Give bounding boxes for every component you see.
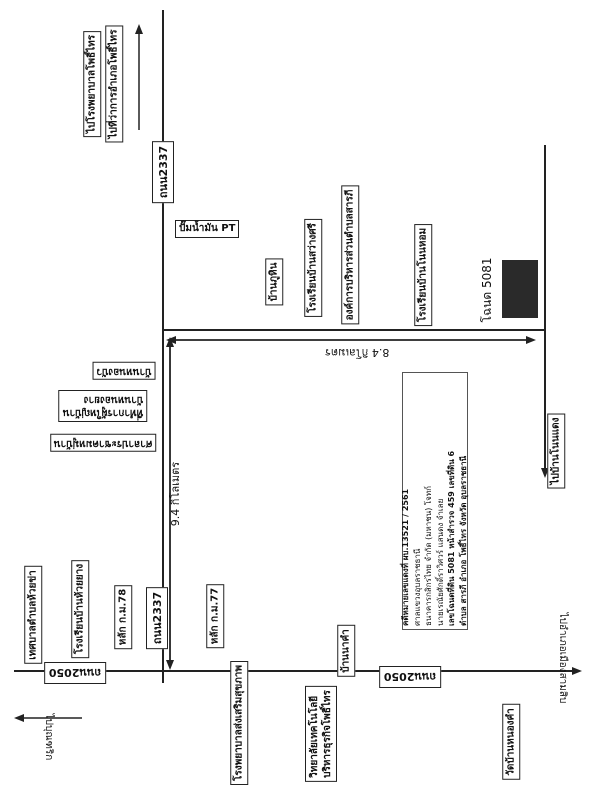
- road-badge-2050-left: ถนน2050: [43, 662, 107, 684]
- label-wat: วัดบ้านหนองคำ: [502, 704, 520, 780]
- case-info-line-6: ตำบล สารภี อำเภอ โพธิ์ไทร จังหวัด อุบลรา…: [459, 455, 469, 626]
- case-info-line-5: เลขโฉนดที่ดิน 5081 หน้าสำรวจ 459 เลขที่ด…: [447, 450, 457, 626]
- dim-94-head-bottom: [166, 660, 174, 670]
- label-ban-nongbua: บ้านหนองบัว: [92, 362, 156, 380]
- label-km77: หลัก ก.ม.77: [206, 583, 224, 649]
- village-office-line-a: ที่ทำการผู้ใหญ่บ้าน: [62, 407, 144, 418]
- label-ban-phu-hin: บ้านภูหิน: [265, 258, 283, 306]
- plot-5081-block: [502, 260, 538, 318]
- road-badge-2050-right: ถนน2050: [378, 666, 442, 688]
- right-arrow-head: [541, 468, 549, 478]
- label-school-bottom: โรงพยาบาลส่งเสริมสุขภาพ: [230, 661, 248, 785]
- case-info-line-2: ศาลแขวงอุบลราชธานี: [412, 548, 422, 626]
- case-info-line-3: ธนาคารกสิกรไทย จำกัด (มหาชน) โจทก์: [424, 486, 434, 626]
- label-to-buntharik: ไปบุณฑริก: [42, 713, 54, 761]
- village-office-line-b: บ้านหนองยาง: [83, 394, 144, 405]
- label-to-district-office: ไปที่ว่าการอำเภอโพธิ์ไทร: [105, 25, 123, 143]
- label-to-hospital: ไปโรงพยาบาลโพธิ์ไทร: [83, 30, 101, 138]
- distance-94-label: 9.4 กิโลเมตร: [169, 461, 183, 527]
- label-gas-station: ปั๊มน้ำมัน PT: [175, 220, 240, 238]
- road-badge-2337-top: ถนน2337: [152, 140, 174, 204]
- dim-84-head-right: [526, 336, 536, 344]
- college-line-1: วิทยาลัยเทคโนโลยี: [309, 695, 320, 778]
- label-km78: หลัก ก.ม.78: [114, 584, 132, 650]
- left-arrow-head: [14, 714, 24, 722]
- label-to-ban-phao: ไปบ้านโนนแดง: [547, 413, 565, 489]
- case-info-line-1: คดีหมายเลขแดงที่ ผบ.13521 / 2561: [401, 488, 411, 626]
- label-school-ban-huai-yang: โรงเรียนบ้านห้วยยาง: [71, 559, 89, 659]
- label-village-office: ที่ทำการผู้ใหญ่บ้าน บ้านหนองยาง: [58, 390, 148, 422]
- label-plot-5081: โฉนด 5081: [480, 257, 495, 323]
- label-college: วิทยาลัยเทคโนโลยี บริหารธุรกิจโพธิ์ไทร: [305, 686, 337, 782]
- bottom-right-arrow-head: [572, 667, 582, 675]
- label-sao-office: องค์การบริหารส่วนตำบลสารภี: [341, 185, 359, 325]
- label-ban-nakham: บ้านนาคำ: [337, 625, 355, 677]
- label-school-ban-sawang: โรงเรียนบ้านสว่างศรี: [304, 219, 322, 317]
- label-village-head-home: ศาลาประชาคมหมู่บ้าน: [49, 434, 157, 452]
- top-arrow-head: [135, 24, 143, 34]
- label-to-muang-sam-sip: ไปอำเภอเมืองสามสิบ: [556, 612, 568, 704]
- distance-84-label: 8.4 กิโลเมตร: [325, 346, 390, 359]
- case-info-box: คดีหมายเลขแดงที่ ผบ.13521 / 2561 ศาลแขวง…: [400, 372, 470, 630]
- road-badge-2337-mid: ถนน2337: [146, 586, 168, 650]
- dim-94-head-top: [166, 337, 174, 347]
- college-line-2: บริหารธุรกิจโพธิ์ไทร: [322, 690, 333, 778]
- case-info-text: คดีหมายเลขแดงที่ ผบ.13521 / 2561 ศาลแขวง…: [400, 376, 470, 626]
- case-info-line-4: นายเรณัยศักดิ์ราวิศวร์ แสนดง จำเลย: [436, 498, 445, 626]
- label-tambon-office: เทศบาลตำบลห้วยข่า: [24, 566, 42, 664]
- label-school-ban-non-hom: โรงเรียนบ้านโนนหอม: [414, 223, 432, 327]
